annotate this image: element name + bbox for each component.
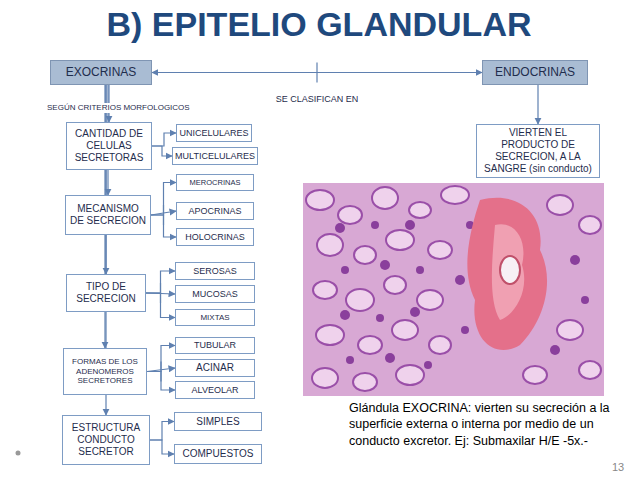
box-text: UNICELULARES	[179, 128, 248, 139]
category-box: HOLOCRINAS	[176, 228, 254, 246]
box-text: ENDOCRINAS	[495, 65, 575, 79]
box-text: MIXTAS	[200, 313, 229, 323]
category-box: ESTRUCTURA CONDUCTO SECRETOR	[62, 415, 150, 465]
category-box: MUCOSAS	[175, 285, 255, 303]
branch-arrow	[152, 133, 176, 146]
box-text: ACINAR	[196, 362, 234, 374]
box-text: COMPUESTOS	[183, 448, 254, 460]
box-text: EXOCRINAS	[66, 65, 137, 79]
box-text: MEROCRINAS	[190, 178, 241, 187]
branch-arrow	[147, 372, 175, 391]
box-text: ESTRUCTURA CONDUCTO SECRETOR	[66, 422, 146, 458]
box-text: SEROSAS	[193, 266, 237, 277]
category-box: SIMPLES	[174, 412, 262, 431]
image-caption: Glándula EXOCRINA: vierten su secreción …	[349, 400, 633, 449]
category-box: MULTICELULARES	[172, 147, 258, 165]
category-box: TIPO DE SECRECION	[66, 274, 146, 312]
box-text: FORMAS DE LOS ADENOMEROS SECRETORES	[67, 357, 143, 386]
box-text: HOLOCRINAS	[185, 232, 245, 243]
box-text: SIMPLES	[196, 416, 239, 428]
category-box: CANTIDAD DE CELULAS SECRETORAS	[66, 122, 152, 170]
branch-arrow	[151, 215, 176, 237]
group-box: ENDOCRINAS	[482, 60, 588, 85]
box-text: MUCOSAS	[192, 289, 238, 300]
category-box: COMPUESTOS	[174, 444, 262, 464]
category-box: SEROSAS	[175, 262, 255, 280]
box-text: CANTIDAD DE CELULAS SECRETORAS	[70, 128, 148, 164]
category-box: TUBULAR	[175, 337, 255, 354]
box-text: APOCRINAS	[188, 206, 241, 217]
group-box: EXOCRINAS	[50, 60, 152, 85]
branch-arrow	[146, 293, 175, 318]
branch-arrow	[150, 422, 174, 441]
box-text: ALVEOLAR	[192, 385, 239, 396]
box-text: MECANISMO DE SECRECION	[69, 203, 147, 227]
box-text: VIERTEN EL PRODUCTO DE SECRECION, A LA S…	[480, 127, 596, 175]
category-box: FORMAS DE LOS ADENOMEROS SECRETORES	[63, 348, 147, 395]
note-label: SEGÚN CRITERIOS MORFOLOGICOS	[46, 103, 191, 113]
branch-tick	[316, 63, 317, 83]
category-box: MIXTAS	[175, 309, 255, 326]
edge-label: SE CLASIFICAN EN	[276, 94, 359, 105]
page-number: 13	[612, 461, 624, 474]
category-box: VIERTEN EL PRODUCTO DE SECRECION, A LA S…	[476, 124, 600, 178]
category-box: ALVEOLAR	[175, 381, 255, 399]
box-text: TIPO DE SECRECION	[70, 281, 142, 305]
branch-arrow	[152, 146, 172, 156]
slide-title: B) EPITELIO GLANDULAR	[0, 4, 638, 45]
category-box: APOCRINAS	[176, 202, 254, 220]
box-text: TUBULAR	[194, 340, 236, 351]
category-box: UNICELULARES	[176, 124, 252, 142]
down-arrow	[537, 85, 538, 124]
box-text: MULTICELULARES	[175, 151, 255, 162]
category-box: ACINAR	[175, 359, 255, 377]
category-box: MECANISMO DE SECRECION	[65, 195, 151, 235]
category-box: MEROCRINAS	[176, 174, 254, 191]
branch-arrow	[150, 440, 174, 454]
